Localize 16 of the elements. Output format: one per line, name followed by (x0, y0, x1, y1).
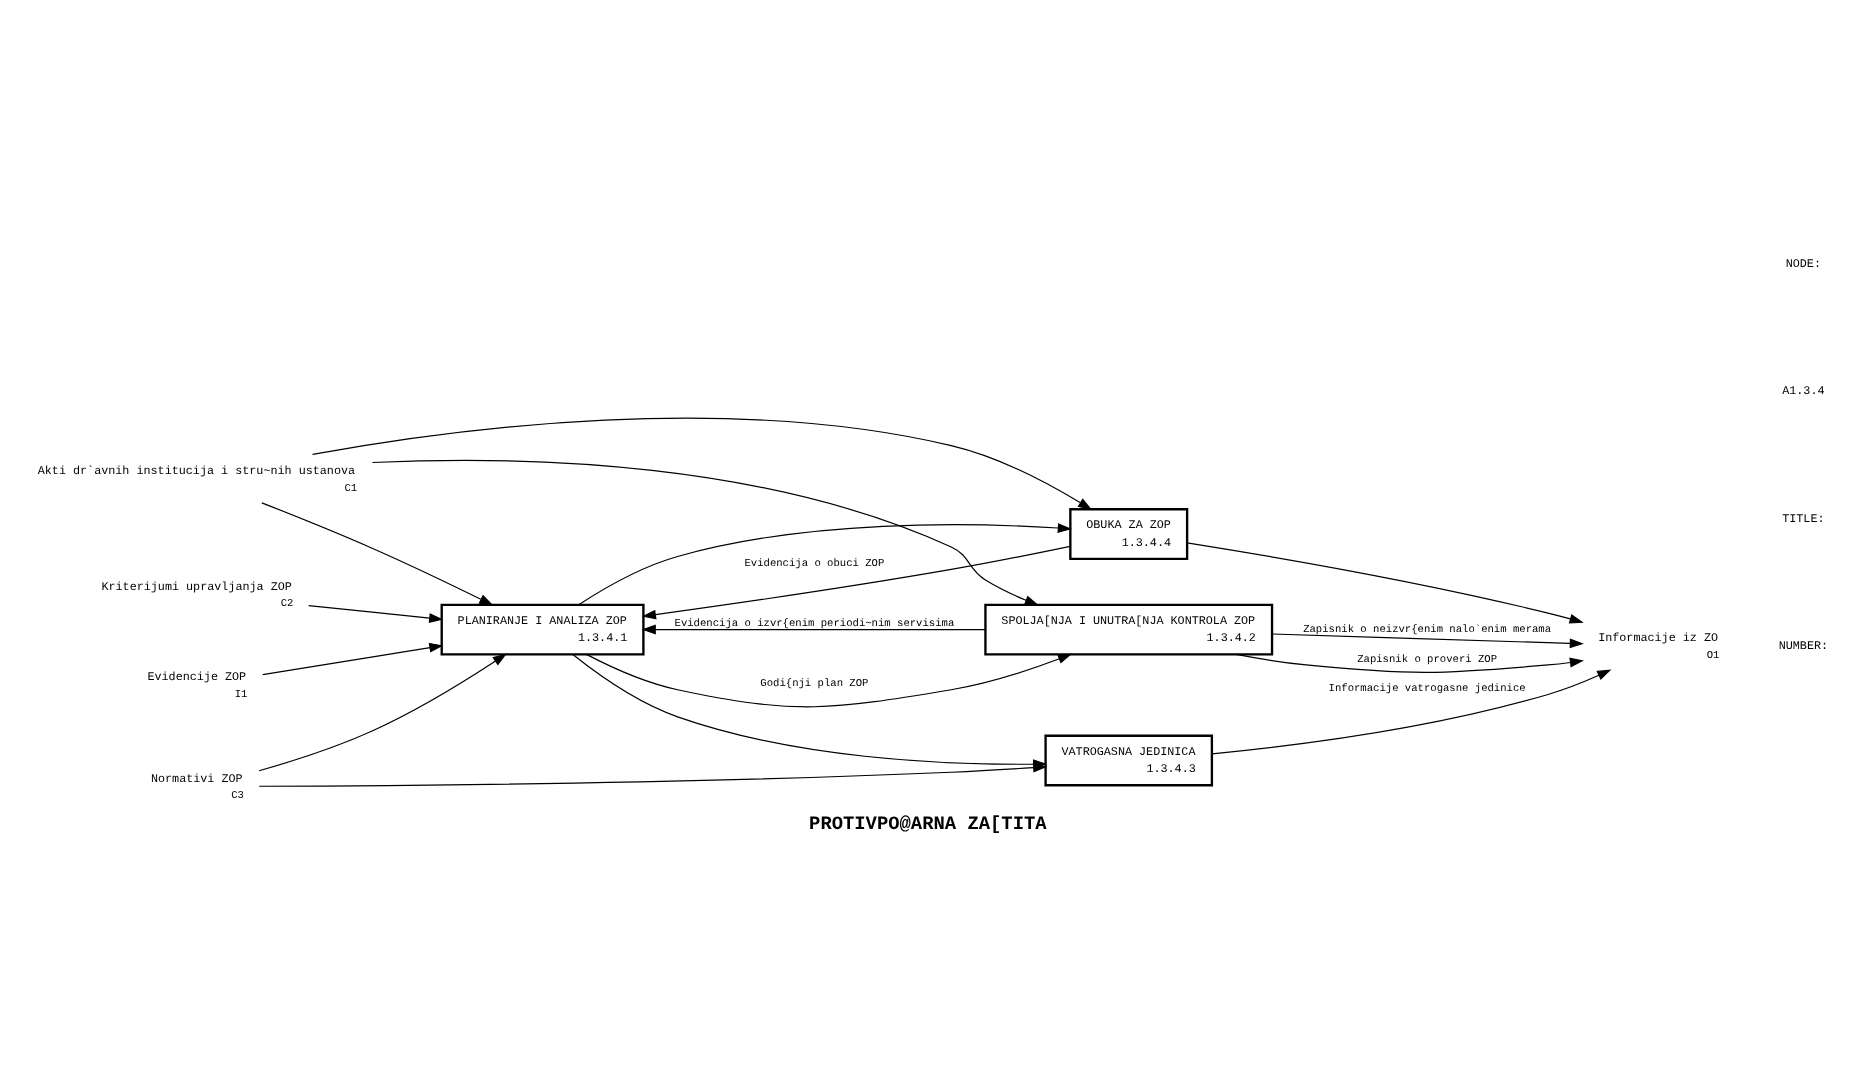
arrow (585, 653, 1073, 708)
arrow (262, 642, 444, 676)
arrow (258, 762, 1048, 787)
arrow (1271, 633, 1584, 649)
arrow (258, 653, 507, 772)
arrow (312, 417, 1093, 511)
arrow (1211, 669, 1612, 755)
arrow (1186, 542, 1584, 624)
arrow (308, 605, 444, 623)
arrow (261, 502, 494, 606)
arrow (578, 523, 1072, 606)
diagram-title: PROTIVPO@ARNA ZA[TITA (809, 813, 1047, 836)
arrow (1235, 653, 1584, 673)
arrow (371, 459, 1039, 606)
arrow (641, 624, 986, 635)
arrow (641, 545, 1071, 620)
